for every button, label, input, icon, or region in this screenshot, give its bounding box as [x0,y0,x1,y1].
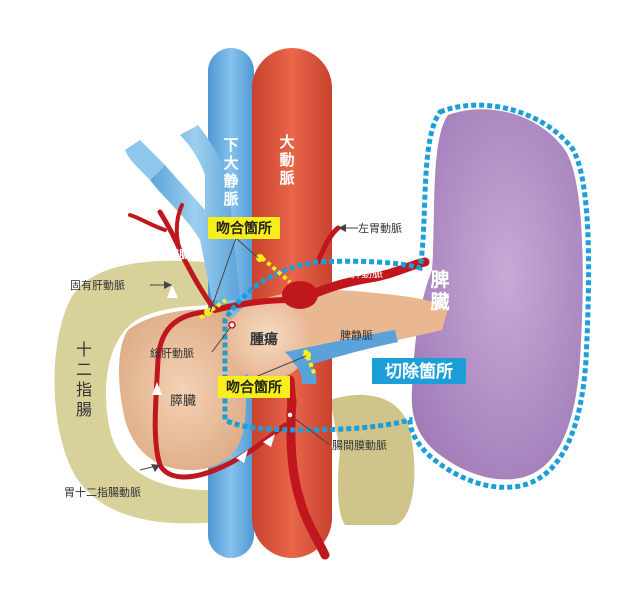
splenic-vein-label: 脾静脈 [340,328,373,342]
anastomosis-label-upper: 吻合箇所 [216,220,272,237]
anastomosis-box-lower [218,376,290,398]
anastomosis-dot-upper [256,254,264,262]
resection-label: 切除箇所 [385,361,453,382]
spleen-label: 脾 臓 [429,268,449,313]
duodenum-label-char: 十 [76,340,92,359]
proper-hepatic-artery-label: 固有肝動脈 [70,278,125,292]
flow-arrow-3 [236,450,248,463]
splenic-artery-label: 脾動脈 [350,266,383,280]
aorta-label: 大 動 脈 [279,133,294,187]
anastomosis-line-lower [303,349,317,376]
spleen-label-char: 臓 [430,291,449,313]
ivc-label: 下 大 静 脈 [223,136,238,208]
tumor-label: 腫瘍 [250,331,278,348]
pointer-dot-chv [228,321,236,329]
ivc-label-char: 脈 [223,190,238,208]
ivc-label-char: 下 [223,136,238,154]
pointer-dot-sma [286,411,294,419]
pancreas-label: 膵臓 [170,394,196,409]
duodenum-label-char: 腸 [76,400,92,419]
spleen-shape [411,109,583,480]
gastroduodenal-artery-label: 胃十二指腸動脈 [64,485,141,499]
smv-artery-label: 腸間膜動脈 [332,438,387,452]
duodenum-label-char: 指 [76,380,92,399]
flow-arrow-4 [263,434,275,447]
portal-vein-stub [125,140,165,180]
ivc-label-char: 静 [223,172,238,190]
resection-box [372,358,466,384]
spleen-label-char: 脾 [429,268,449,291]
resection-outline [222,102,592,490]
flow-arrow-2 [152,382,162,395]
portal-vein-vessel [150,125,240,300]
duodenum-shape [54,260,215,524]
arrow-left-gastric [338,224,346,232]
pointer-lines [139,227,358,471]
portal-confluence [292,355,317,384]
anastomosis-label-lower: 吻合箇所 [226,379,282,396]
duodenum-lower-shape [330,394,415,525]
anastomosis-line-upper [260,256,292,284]
anastomosis-box-upper [208,217,280,239]
portal-vein-label: 門脈 [168,247,190,261]
arrow-proper-hepatic [164,281,172,289]
anastomosis-dot-left [204,308,212,316]
aorta-label-char: 動 [279,151,294,169]
duodenum-label: 十 二 指 腸 [76,340,92,419]
duodenum-label-char: 二 [76,360,92,379]
left-gastric-artery-label: 左胃動脈 [358,221,402,235]
arrow-gastroduodenal [151,464,160,472]
ivc-label-char: 大 [223,154,238,172]
aorta-label-char: 大 [279,133,294,151]
splenic-vein-vessel [285,330,398,368]
anastomosis-line-left [198,298,228,320]
anastomosis-dot-lower [303,351,311,359]
tumor-shape [226,300,310,380]
common-hepatic-artery-label: 総肝動脈 [150,346,194,360]
flow-arrow-1 [167,285,178,298]
celiac-trunk [282,281,318,309]
aorta-label-char: 脈 [279,169,294,187]
